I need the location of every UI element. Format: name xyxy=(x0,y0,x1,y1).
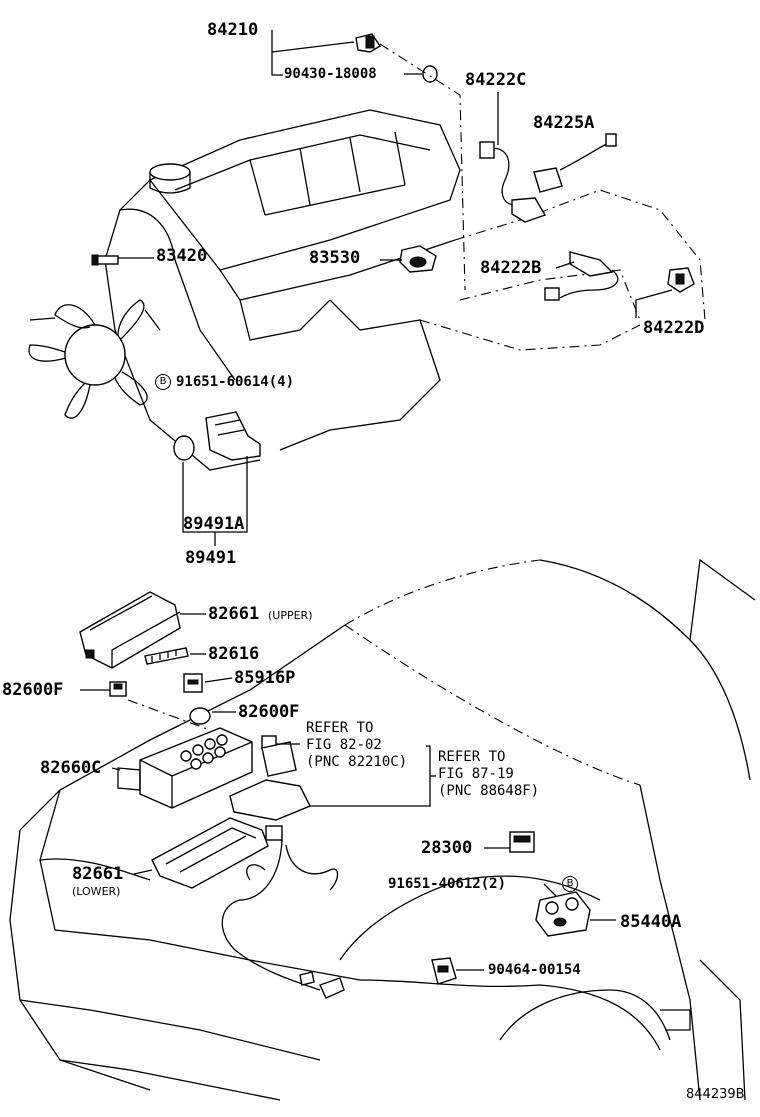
label-84222b: 84222B xyxy=(480,258,542,278)
part-82661-upper-cover xyxy=(79,591,181,669)
label-82616: 82616 xyxy=(208,644,260,664)
refer-note-fig-82-02: REFER TO FIG 82-02 (PNC 82210C) xyxy=(306,720,407,771)
part-82661-lower-tray xyxy=(151,817,269,889)
label-89491a: 89491A xyxy=(183,514,245,534)
label-91651-60614: 91651-60614(4) xyxy=(176,374,295,390)
refer-note-2-line2: FIG 87-19 xyxy=(438,766,514,782)
part-82616-strip xyxy=(144,647,189,665)
label-84222c: 84222C xyxy=(465,70,527,90)
part-85916p-relay xyxy=(183,673,203,693)
part-83530-sensor xyxy=(399,245,437,273)
bolt-marker-91651-40612: B xyxy=(562,876,578,892)
label-84225a: 84225A xyxy=(533,113,595,133)
label-82600f-left: 82600F xyxy=(2,680,64,700)
label-82660c: 82660C xyxy=(40,758,102,778)
label-83420: 83420 xyxy=(156,246,208,266)
refer-note-1-line2: FIG 82-02 xyxy=(306,737,382,753)
part-90430-gasket xyxy=(422,65,438,83)
label-82600f: 82600F xyxy=(238,702,300,722)
refer-note-1-line3: (PNC 82210C) xyxy=(306,754,408,770)
part-82660c-fuse-box xyxy=(117,727,253,809)
cooling-fan xyxy=(28,299,161,419)
part-84222d-sensor xyxy=(667,267,695,293)
label-83530: 83530 xyxy=(309,248,361,268)
label-28300: 28300 xyxy=(421,838,473,858)
refer-note-1-line1: REFER TO xyxy=(306,720,374,736)
vehicle-illustration xyxy=(9,558,756,1101)
label-82661-upper: 82661 xyxy=(208,604,260,624)
label-90430-18008: 90430-18008 xyxy=(284,66,377,82)
label-84222d: 84222D xyxy=(643,318,705,338)
label-89491: 89491 xyxy=(185,548,237,568)
part-85440a-valve xyxy=(535,891,591,937)
part-84210-sensor xyxy=(355,33,381,53)
label-82661-lower: 82661 xyxy=(72,864,124,884)
part-82600f-left-fuse xyxy=(109,681,127,697)
label-82661-lower-note: (LOWER) xyxy=(72,885,121,898)
label-91651-40612: 91651-40612(2) xyxy=(388,876,507,892)
wiring-harness xyxy=(221,839,345,999)
label-82661-upper-note: (UPPER) xyxy=(268,609,313,622)
label-84210: 84210 xyxy=(207,20,259,40)
part-84222b-sensor xyxy=(544,251,619,301)
part-84222c-sensor xyxy=(479,141,547,223)
refer-note-2-line3: (PNC 88648F) xyxy=(438,783,540,799)
bolt-marker-91651-60614: B xyxy=(155,374,171,390)
label-85916p: 85916P xyxy=(234,668,296,688)
wire-harness-connector xyxy=(229,741,311,841)
part-90464-clamp xyxy=(431,957,457,985)
label-85440a: 85440A xyxy=(620,912,682,932)
part-28300-relay xyxy=(509,831,535,853)
label-90464-00154: 90464-00154 xyxy=(488,962,581,978)
part-84225a-sensor xyxy=(533,133,617,193)
part-89491a-ring xyxy=(173,435,195,461)
refer-note-fig-87-19: REFER TO FIG 87-19 (PNC 88648F) xyxy=(438,749,539,800)
part-83420-sensor xyxy=(91,254,119,266)
part-82600f-fuse xyxy=(189,707,211,725)
refer-note-2-line1: REFER TO xyxy=(438,749,506,765)
part-89491-sensor xyxy=(205,411,261,461)
figure-id: 844239B xyxy=(686,1087,745,1102)
